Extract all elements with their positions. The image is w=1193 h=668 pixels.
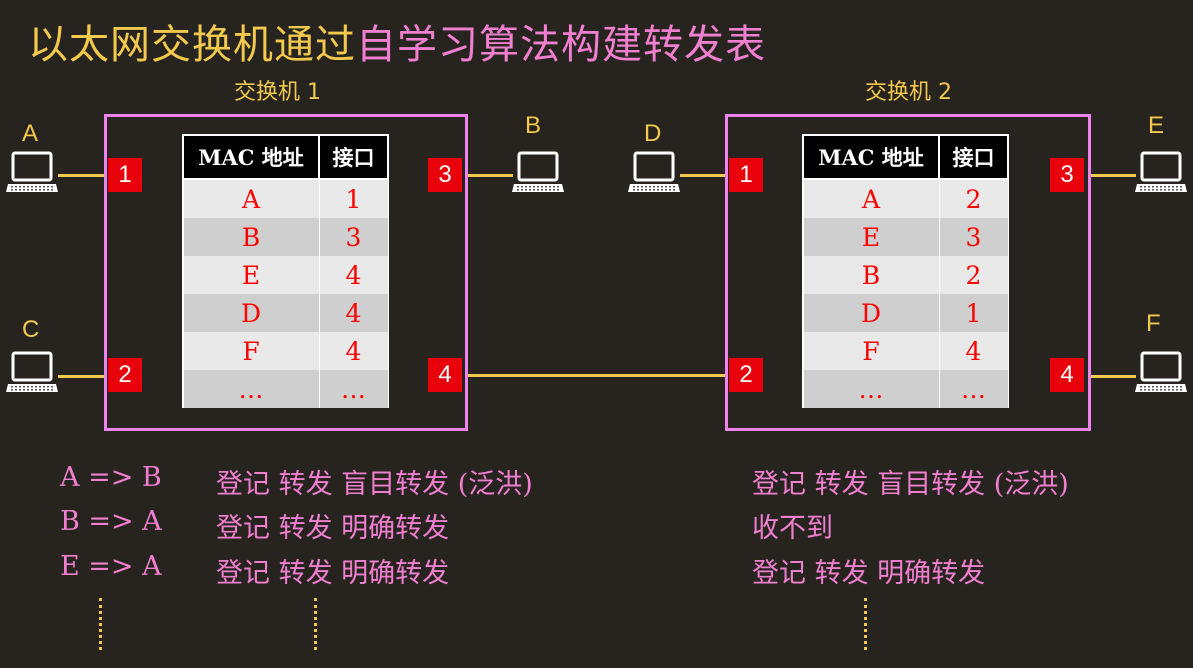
switch2-port-4: 4: [1050, 358, 1084, 392]
mac-address-cell: D: [182, 294, 320, 332]
port-cell: …: [938, 370, 1009, 408]
continuation-dots: [314, 598, 317, 650]
port-cell: 4: [318, 256, 389, 294]
port-cell: 3: [938, 218, 1009, 256]
mac-address-cell: F: [182, 332, 320, 370]
mac-address-cell: F: [802, 332, 940, 370]
switch2-header-0: MAC 地址: [802, 134, 940, 180]
mac-address-cell: …: [182, 370, 320, 408]
port-cell: 3: [318, 218, 389, 256]
host-e-label: E: [1148, 112, 1165, 139]
table-row: ……: [182, 370, 389, 408]
switch1-port-4: 4: [428, 358, 462, 392]
port-cell: 1: [318, 179, 389, 218]
laptop-icon: [627, 150, 681, 200]
switch2-port-2: 2: [729, 358, 763, 392]
laptop-icon: [5, 150, 59, 200]
laptop-icon: [1134, 150, 1188, 200]
frame-3-sw1-action: 登记 转发 明确转发: [216, 558, 450, 589]
switch1-port-2: 2: [108, 358, 142, 392]
laptop-icon: [511, 150, 565, 200]
mac-address-cell: A: [802, 179, 940, 218]
switch1-label: 交换机 1: [234, 80, 321, 105]
switch2-label: 交换机 2: [865, 80, 952, 105]
switch1-port-3: 3: [428, 158, 462, 192]
laptop-icon: [1134, 350, 1188, 400]
switch1-header-0: MAC 地址: [182, 134, 320, 180]
port-cell: 4: [318, 332, 389, 370]
wire-a-sw1: [58, 174, 106, 177]
mac-address-cell: E: [802, 218, 940, 256]
switch1-header-1: 接口: [318, 134, 389, 180]
mac-address-cell: B: [182, 218, 320, 256]
mac-address-cell: B: [802, 256, 940, 294]
port-cell: 2: [938, 256, 1009, 294]
wire-sw1-b: [465, 174, 513, 177]
table-row: ……: [802, 370, 1009, 408]
frame-1-sw2-action: 登记 转发 盲目转发 (泛洪): [752, 469, 1069, 500]
switch2-port-3: 3: [1050, 158, 1084, 192]
host-d-label: D: [644, 120, 662, 147]
frame-1-label: A => B: [60, 462, 162, 493]
switch1-box: [104, 114, 468, 431]
frame-2-sw2-action: 收不到: [752, 513, 833, 544]
frame-2-sw1-action: 登记 转发 明确转发: [216, 513, 450, 544]
port-cell: 4: [938, 332, 1009, 370]
frame-1-sw1-action: 登记 转发 盲目转发 (泛洪): [216, 469, 533, 500]
host-f-label: F: [1146, 310, 1161, 337]
port-cell: 2: [938, 179, 1009, 218]
wire-c-sw1: [58, 375, 106, 378]
mac-address-cell: A: [182, 179, 320, 218]
laptop-icon: [5, 350, 59, 400]
mac-address-cell: D: [802, 294, 940, 332]
frame-3-sw2-action: 登记 转发 明确转发: [752, 558, 986, 589]
mac-address-cell: E: [182, 256, 320, 294]
wire-d-sw2: [680, 174, 728, 177]
continuation-dots: [864, 598, 867, 650]
wire-sw1-sw2: [465, 374, 727, 377]
port-cell: 4: [318, 294, 389, 332]
switch2-header-1: 接口: [938, 134, 1009, 180]
switch2-port-1: 1: [729, 158, 763, 192]
wire-sw2-f: [1088, 375, 1136, 378]
host-a-label: A: [22, 120, 39, 147]
frame-3-label: E => A: [60, 551, 162, 582]
host-c-label: C: [22, 316, 40, 343]
port-cell: 1: [938, 294, 1009, 332]
title-part1: 以太网交换机通过: [28, 22, 356, 68]
wire-sw2-e: [1088, 174, 1136, 177]
frame-2-label: B => A: [60, 506, 162, 537]
port-cell: …: [318, 370, 389, 408]
mac-address-cell: …: [802, 370, 940, 408]
continuation-dots: [99, 598, 102, 650]
title-part2: 自学习算法构建转发表: [356, 22, 766, 68]
page-title: 以太网交换机通过自学习算法构建转发表: [28, 12, 766, 70]
switch1-port-1: 1: [108, 158, 142, 192]
host-b-label: B: [525, 112, 542, 139]
switch2-box: [725, 114, 1091, 431]
